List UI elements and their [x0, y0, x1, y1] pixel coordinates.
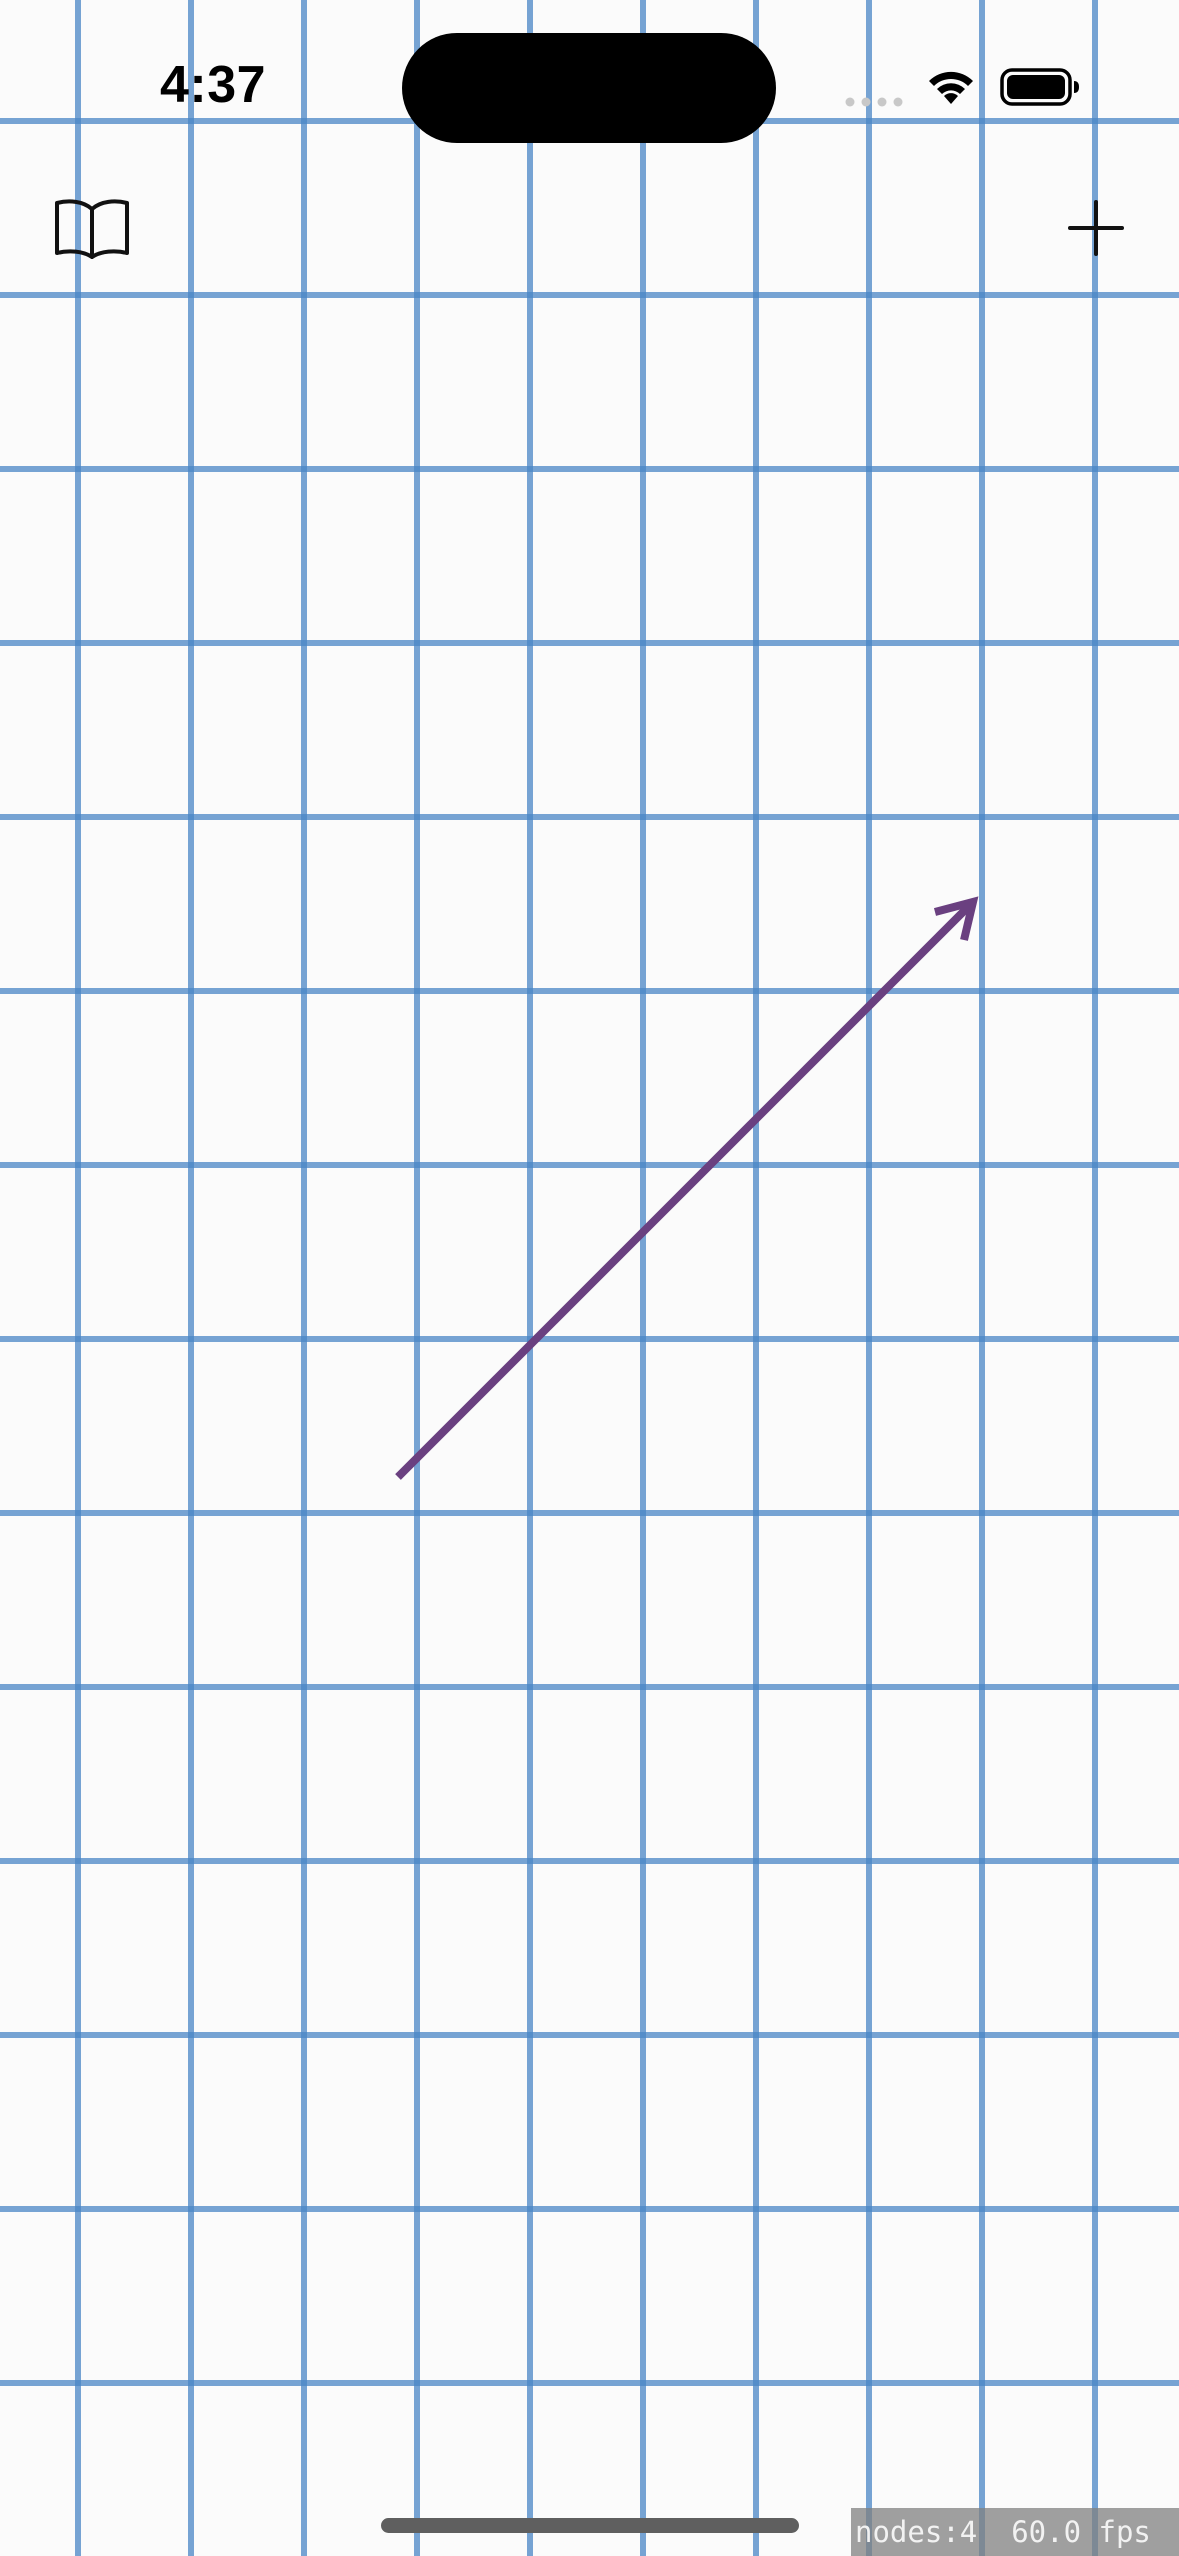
- book-icon: [55, 199, 129, 259]
- cellular-signal-icon: [845, 97, 903, 107]
- dynamic-island: [402, 33, 776, 143]
- plus-icon: [1068, 200, 1124, 256]
- arrow-head: [933, 896, 979, 941]
- wifi-icon: [929, 71, 973, 104]
- node-count: nodes:4: [855, 2515, 978, 2549]
- battery-icon: [1000, 68, 1079, 106]
- arrow-shaft: [395, 899, 976, 1480]
- home-indicator[interactable]: [381, 2518, 799, 2533]
- debug-stats-overlay: nodes:4 60.0 fps: [851, 2508, 1179, 2556]
- status-time: 4:37: [160, 56, 267, 114]
- fps-counter: 60.0 fps: [1011, 2515, 1151, 2549]
- add-button[interactable]: [1046, 178, 1146, 278]
- library-button[interactable]: [42, 178, 142, 278]
